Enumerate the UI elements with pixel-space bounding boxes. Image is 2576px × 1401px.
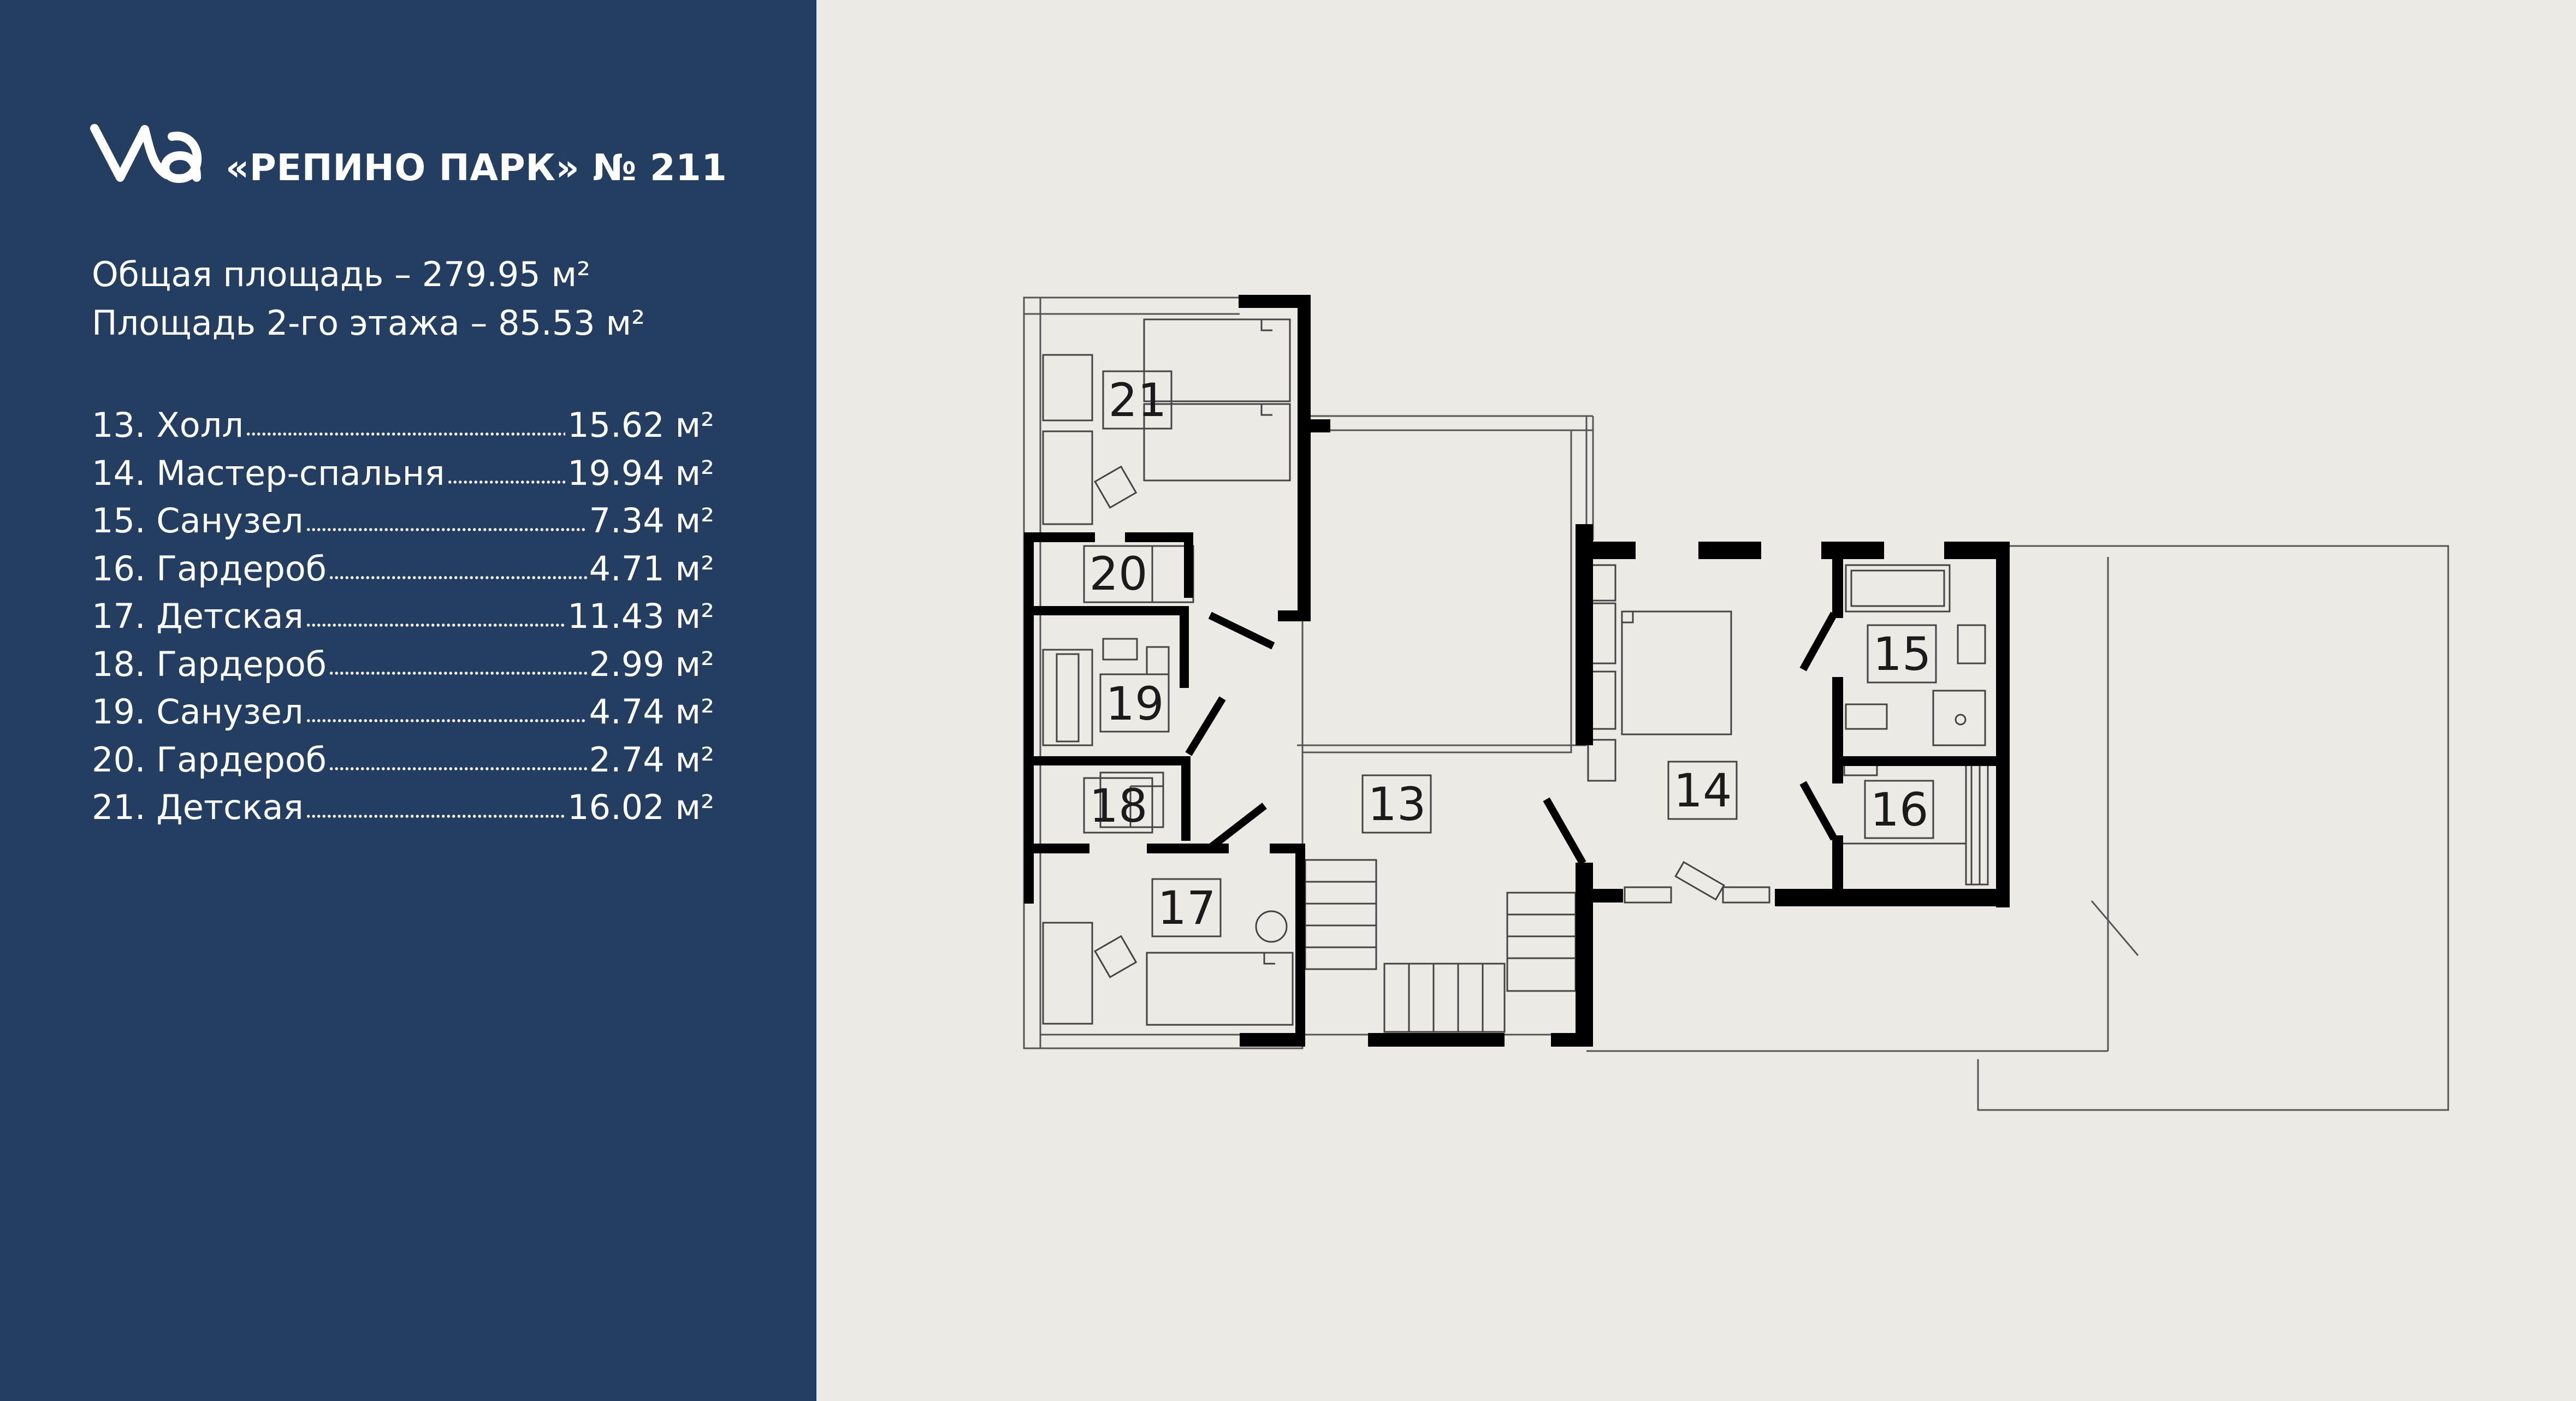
dot-leader <box>305 622 566 628</box>
room-list-item: 20. Гардероб 2.74 м² <box>92 736 714 784</box>
room-label-15: 15 <box>1867 624 1937 684</box>
room-label-14: 14 <box>1667 761 1738 820</box>
room-area: 7.34 м² <box>589 501 714 541</box>
room-label: 17. Детская <box>92 596 304 636</box>
room-label-16: 16 <box>1864 780 1934 839</box>
room-area: 4.71 м² <box>589 548 714 589</box>
room-area: 19.94 м² <box>567 453 714 493</box>
door-leaves <box>1185 612 1838 865</box>
room-label: 19. Санузел <box>92 692 304 732</box>
room-label: 21. Детская <box>92 787 304 827</box>
project-title: «РЕПИНО ПАРК» № 211 <box>226 146 727 189</box>
brand-logo-icon <box>90 124 202 183</box>
dot-leader <box>329 765 587 771</box>
svg-text:17: 17 <box>1158 881 1216 935</box>
room-area: 15.62 м² <box>567 405 714 445</box>
room-list-item: 15. Санузел 7.34 м² <box>92 497 714 545</box>
room-label-13: 13 <box>1361 774 1432 834</box>
svg-text:18: 18 <box>1089 779 1148 833</box>
room-area: 4.74 м² <box>589 692 714 732</box>
room-label: 13. Холл <box>92 405 244 445</box>
svg-text:14: 14 <box>1674 764 1732 817</box>
room-list-item: 19. Санузел 4.74 м² <box>92 688 714 736</box>
furniture-room-14 <box>1587 564 1770 904</box>
dot-leader <box>245 431 566 437</box>
room-labels: 21 20 19 18 17 13 14 15 <box>1083 370 1937 937</box>
furniture-wardrobes-bath <box>1042 545 1194 828</box>
room-area: 11.43 м² <box>567 596 714 636</box>
terrace-outline <box>1586 545 2449 1111</box>
svg-text:20: 20 <box>1089 547 1148 601</box>
walls <box>1024 295 2010 1047</box>
total-area: Общая площадь – 279.95 м² <box>92 254 591 294</box>
dot-leader <box>329 574 587 580</box>
furniture-bath-wardrobe <box>1843 564 1989 886</box>
room-area: 2.99 м² <box>589 644 714 684</box>
room-list-item: 18. Гардероб 2.99 м² <box>92 640 714 688</box>
svg-text:15: 15 <box>1873 627 1932 681</box>
dot-leader <box>305 718 587 723</box>
dot-leader <box>329 670 587 676</box>
room-list: 13. Холл 15.62 м² 14. Мастер-спальня 19.94… <box>92 401 714 832</box>
room-label: 16. Гардероб <box>92 548 327 589</box>
area-summary: Общая площадь – 279.95 м² Площадь 2-го э… <box>92 250 645 347</box>
room-label: 15. Санузел <box>92 501 304 541</box>
room-label-20: 20 <box>1083 545 1153 603</box>
staircase <box>1304 859 1577 1033</box>
room-list-item: 13. Холл 15.62 м² <box>92 401 714 449</box>
dot-leader <box>305 527 587 532</box>
svg-text:16: 16 <box>1870 783 1929 836</box>
floor2-area: Площадь 2-го этажа – 85.53 м² <box>92 303 645 343</box>
room-area: 16.02 м² <box>567 787 714 827</box>
dot-leader <box>447 479 566 485</box>
room-label: 14. Мастер-спальня <box>92 453 445 493</box>
svg-text:13: 13 <box>1368 777 1426 831</box>
furniture-room-21 <box>1042 318 1291 525</box>
room-label-19: 19 <box>1099 673 1170 733</box>
floor-plan: 21 20 19 18 17 13 14 15 <box>1023 295 2449 1111</box>
room-list-item: 21. Детская 16.02 м² <box>92 783 714 832</box>
room-label-18: 18 <box>1083 777 1153 834</box>
svg-text:19: 19 <box>1106 677 1164 731</box>
room-label: 20. Гардероб <box>92 739 327 780</box>
dot-leader <box>305 814 566 819</box>
room-label-21: 21 <box>1102 370 1172 430</box>
furniture-room-17 <box>1042 910 1294 1026</box>
room-area: 2.74 м² <box>589 739 714 780</box>
room-list-item: 16. Гардероб 4.71 м² <box>92 545 714 593</box>
room-label-17: 17 <box>1151 878 1222 937</box>
room-list-item: 17. Детская 11.43 м² <box>92 592 714 640</box>
svg-text:21: 21 <box>1109 373 1167 427</box>
room-list-item: 14. Мастер-спальня 19.94 м² <box>92 449 714 497</box>
sidebar-panel: «РЕПИНО ПАРК» № 211 Общая площадь – 279.… <box>0 0 816 1401</box>
room-label: 18. Гардероб <box>92 644 327 684</box>
